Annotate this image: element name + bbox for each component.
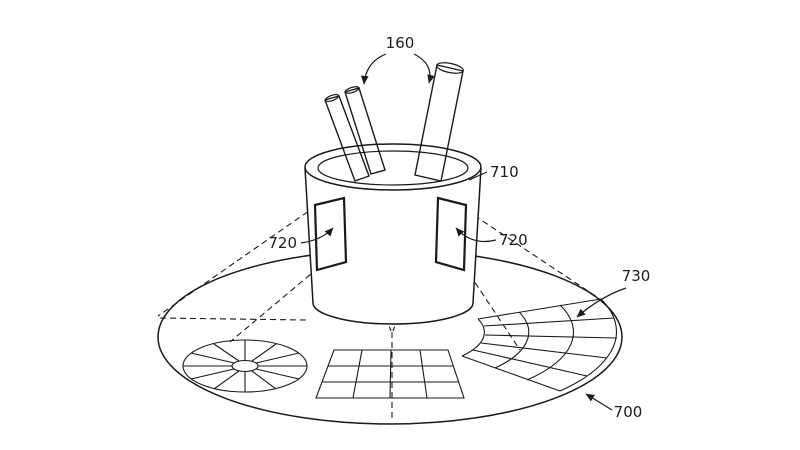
sensor-windows [313, 196, 468, 272]
arrow-pens-left [360, 53, 387, 85]
projection-line-right-lower [463, 265, 521, 351]
radial-wheel [182, 339, 308, 393]
sensor-window-right [434, 196, 468, 272]
projection-line-left-upper [157, 205, 317, 317]
holder-cup [304, 143, 482, 325]
center-grid [315, 349, 465, 399]
cup-body-fill [305, 145, 481, 324]
radial-wheel-spokes [183, 340, 307, 392]
reference-annotations: 160 710 720 720 730 700 [268, 34, 650, 421]
label-pens: 160 [386, 34, 415, 52]
projection-line-right-upper [465, 209, 601, 300]
cup-rim-outer [304, 143, 482, 191]
label-fan-grid: 730 [622, 267, 651, 285]
arrow-fan-grid [576, 287, 627, 318]
label-base-disc: 700 [614, 403, 643, 421]
cup-bottom-edge [312, 302, 474, 325]
arrow-pens-right [413, 53, 435, 84]
label-window-right: 720 [499, 231, 528, 249]
sensor-window-left [313, 196, 348, 272]
pen-thin-front [324, 93, 370, 182]
cup-rim-inner [317, 150, 469, 186]
label-window-left: 720 [268, 234, 297, 252]
radial-wheel-hub [231, 359, 259, 373]
arrow-window-left [300, 227, 334, 244]
fan-grid [461, 298, 618, 392]
leader-cup [468, 171, 488, 181]
pen-thick [414, 62, 464, 182]
arrow-window-right [455, 227, 497, 243]
projection-line-left-horizontal [159, 317, 307, 321]
label-cup: 710 [490, 163, 519, 181]
projection-line-left-lower [229, 267, 319, 343]
cup-side-left [304, 167, 314, 304]
arrow-base-disc [585, 393, 613, 411]
cup-side-right [472, 167, 482, 304]
pen-thin-back [344, 86, 386, 175]
pens [324, 62, 464, 182]
